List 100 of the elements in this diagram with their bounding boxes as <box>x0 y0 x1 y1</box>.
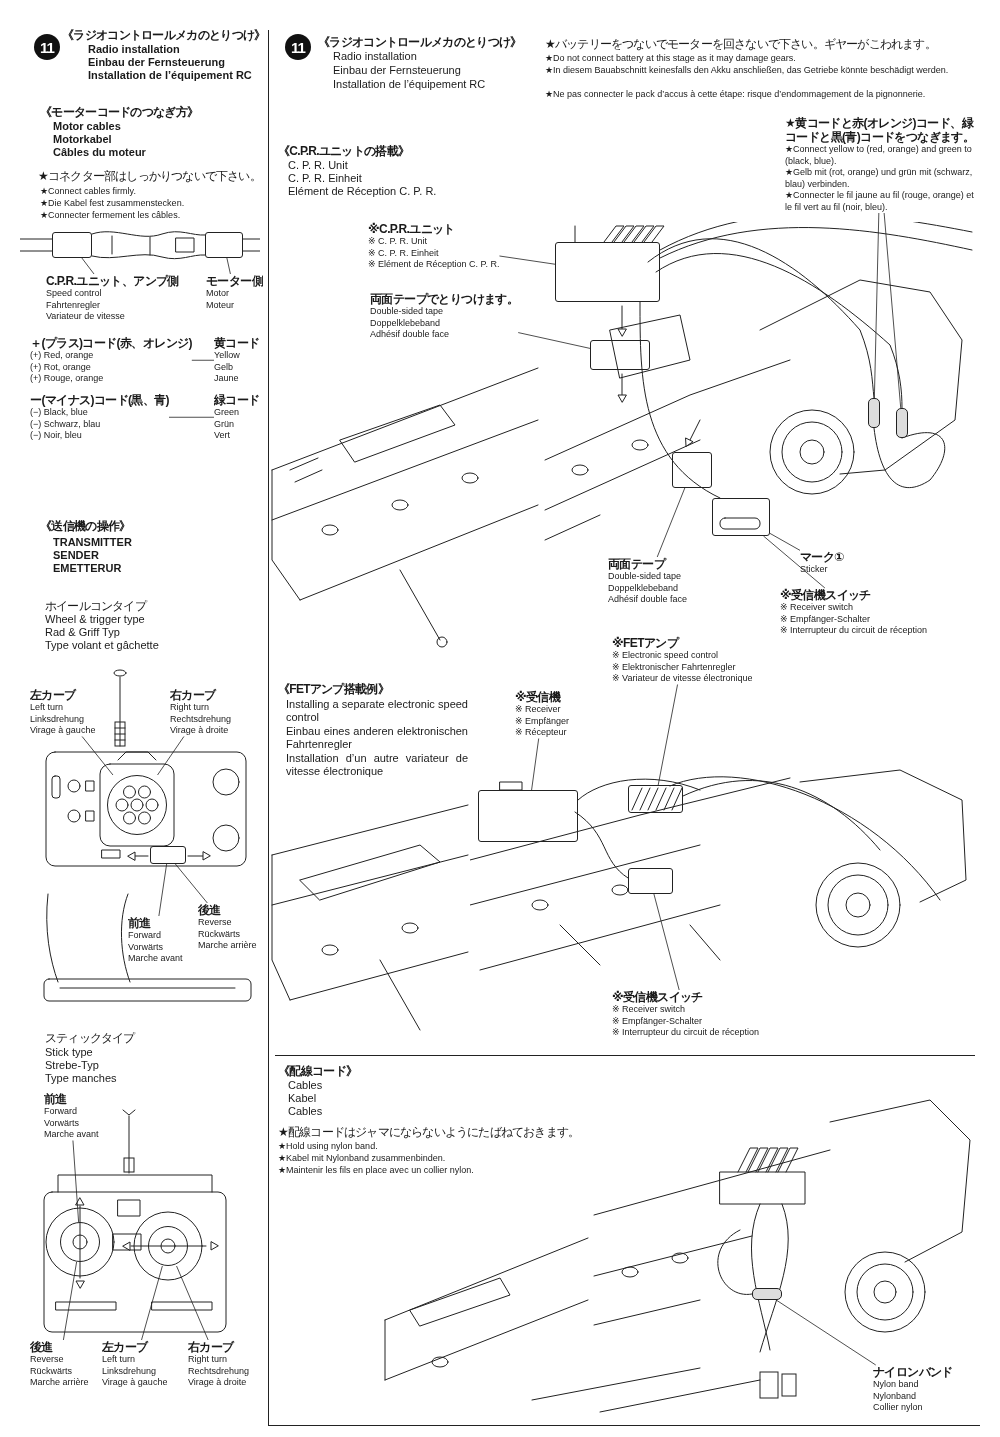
note-text: ★Kabel mit Nylonband zusammenbinden. <box>278 1152 446 1164</box>
callout-text: Fahrtenregler <box>46 299 101 311</box>
body-text: Installation de l’équipement RC <box>333 78 486 91</box>
receiver-switch <box>628 868 673 894</box>
leader-line <box>175 863 208 904</box>
tape-pad <box>590 340 650 370</box>
body-text: Type volant et gâchette <box>45 639 159 652</box>
callout-text: Double-sided tape <box>608 571 682 583</box>
callout-text: Virage à gauche <box>30 725 96 737</box>
body-text: Rad & Griff Typ <box>45 626 120 639</box>
callout-text: Grün <box>214 418 234 430</box>
callout-text: Rechtsdrehung <box>170 713 232 725</box>
heading-text: SENDER <box>53 549 99 561</box>
note-text: ★In diesem Bauabschnitt keinesfalls den Akku anschließen, das Getriebe könnte beschädigt werden. <box>545 64 949 76</box>
section-heading: 《ラジオコントロールメカのとりつけ》 <box>62 27 266 44</box>
body-text: Elément de Réception C. P. R. <box>288 185 437 198</box>
callout-text: Linksdrehung <box>102 1365 157 1377</box>
callout-text: Vorwärts <box>44 1117 79 1129</box>
leader-line <box>657 684 678 786</box>
callout-text: ★Gelb mit (rot, orange) und grün mit (schwarz, blau) verbinden. <box>785 167 974 190</box>
note-text: ★Connecter fermement les câbles. <box>40 209 181 221</box>
note-text: ★コネクター部はしっかりつないで下さい。 <box>38 168 261 185</box>
callout-text: ＋(プラス)コード(赤、オレンジ) <box>30 336 192 350</box>
callout-text: Yellow <box>214 350 240 362</box>
callout-text: Vorwärts <box>128 941 163 953</box>
callout-text: ※ Receiver switch <box>780 602 854 614</box>
body-text: Wheel & trigger type <box>45 613 145 626</box>
callout-text: ※受信機スイッチ <box>780 588 871 602</box>
callout-text: 前進 <box>44 1092 67 1106</box>
callout-text: ※ Empfänger-Schalter <box>780 613 871 625</box>
callout-text: マーク① <box>800 550 844 564</box>
callout-text: Adhésif double face <box>370 329 450 341</box>
heading-text: Motorkabel <box>53 133 112 145</box>
body-text: Strebe-Typ <box>45 1059 99 1072</box>
callout-text: Right turn <box>170 702 210 714</box>
leader-line <box>191 359 215 361</box>
callout-text: ー(マイナス)コード(黒、青) <box>30 393 169 407</box>
connector-plug <box>896 408 908 438</box>
callout-text: Right turn <box>188 1354 228 1366</box>
callout-text: Doppelklebeband <box>608 582 679 594</box>
heading-text: EMETTERUR <box>53 562 122 574</box>
connector-sleeve <box>205 232 243 258</box>
leader-line <box>517 332 591 349</box>
leader-line <box>158 863 168 917</box>
callout-text: ※受信機スイッチ <box>612 990 703 1004</box>
callout-text: ※ Récepteur <box>515 727 567 739</box>
callout-text: Motor <box>206 288 229 300</box>
body-text: Type manches <box>45 1072 117 1085</box>
heading-text: Câbles du moteur <box>53 146 146 158</box>
body-text: Einbau eines anderen elektronischen Fahrtenregler <box>286 725 468 751</box>
callout-text: ★Connecter le fil jaune au fil (rouge, orange) et le fil vert au fil (noir, bleu). <box>785 190 975 213</box>
callout-text: ※C.P.R.ユニット <box>368 222 455 236</box>
callout-text: Virage à gauche <box>102 1377 168 1389</box>
callout-text: Rückwärts <box>198 928 240 940</box>
callout-text: Forward <box>128 930 161 942</box>
body-text: C. P. R. Unit <box>288 159 348 172</box>
callout-text: ※ Empfänger-Schalter <box>612 1015 703 1027</box>
step-number-badge: 11 <box>285 34 311 60</box>
section-heading: 《送信機の操作》 <box>40 518 131 535</box>
callout-text: Nylonband <box>873 1390 917 1402</box>
nylon-band <box>752 1288 782 1300</box>
callout-text: C.P.R.ユニット、アンプ側 <box>46 274 179 288</box>
connector-plug <box>868 398 880 428</box>
callout-text: ★Connect yellow to (red, orange) and green to (black, blue). <box>785 144 973 167</box>
callout-text: ※ C. P. R. Unit <box>368 236 427 248</box>
section-heading: 《C.P.R.ユニットの搭載》 <box>278 143 410 160</box>
note-text: ★Hold using nylon band. <box>278 1140 378 1152</box>
leader-line <box>141 1265 163 1341</box>
speed-control-unit <box>628 785 683 813</box>
note-text: ★バッテリーをつないでモーターを回さないで下さい。ギヤーがこわれます。 <box>545 36 936 53</box>
leader-line <box>168 416 215 418</box>
leader-line <box>81 257 95 275</box>
leader-line <box>499 255 556 265</box>
tape-pad <box>672 452 712 488</box>
callout-text: Gelb <box>214 361 233 373</box>
callout-text: Collier nylon <box>873 1402 923 1414</box>
body-text: Stick type <box>45 1046 93 1059</box>
callout-text: Jaune <box>214 373 239 385</box>
note-text: ★Maintenir les fils en place avec un collier nylon. <box>278 1164 474 1176</box>
leader-line <box>769 533 801 551</box>
body-text: Cables <box>288 1105 323 1118</box>
body-text: Cables <box>288 1079 323 1092</box>
callout-text: (−) Schwarz, blau <box>30 418 101 430</box>
callout-text: Left turn <box>30 702 64 714</box>
section-heading: 《ラジオコントロールメカのとりつけ》 <box>318 34 522 51</box>
receiver-unit <box>478 790 578 842</box>
body-text: C. P. R. Einheit <box>288 172 362 185</box>
callout-text: 後進 <box>198 903 221 917</box>
note-text: ★Die Kabel fest zusammenstecken. <box>40 197 185 209</box>
leader-line <box>883 212 902 409</box>
callout-text: ※ Interrupteur du circuit de réception <box>612 1027 760 1039</box>
callout-text: (+) Rouge, orange <box>30 373 104 385</box>
receiver-switch <box>712 498 770 536</box>
callout-text: Adhésif double face <box>608 594 688 606</box>
callout-text: (+) Red, orange <box>30 350 94 362</box>
body-text: Radio installation <box>333 50 417 63</box>
callout-text: ※FETアンプ <box>612 636 679 650</box>
callout-text: Virage à droite <box>188 1377 247 1389</box>
callout-text: 両面テープでとりつけます。 <box>370 292 519 306</box>
callout-text: Forward <box>44 1106 77 1118</box>
